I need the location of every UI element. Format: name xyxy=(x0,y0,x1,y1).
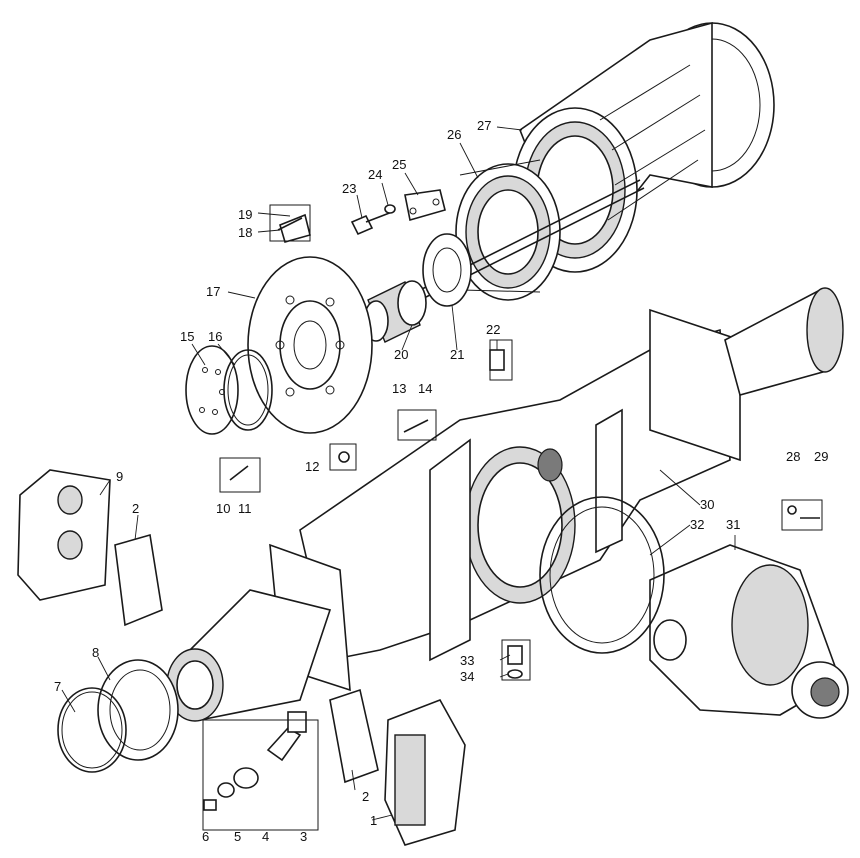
callout-13: 13 xyxy=(392,381,407,396)
callout-4: 4 xyxy=(262,829,270,844)
callout-19: 19 xyxy=(238,207,253,222)
differential-carrier xyxy=(649,544,849,719)
callout-6: 6 xyxy=(202,829,210,844)
callout-34: 34 xyxy=(460,669,475,684)
callout-3: 3 xyxy=(300,829,308,844)
caliper-lower xyxy=(329,688,466,846)
callout-15: 15 xyxy=(180,329,195,344)
callout-30: 30 xyxy=(700,497,715,512)
spindle xyxy=(166,648,224,722)
callout-33: 33 xyxy=(460,653,475,668)
callout-16: 16 xyxy=(208,329,223,344)
callout-12: 12 xyxy=(305,459,320,474)
breather-plug xyxy=(489,349,505,371)
callout-14: 14 xyxy=(418,381,433,396)
callout-22: 22 xyxy=(486,322,501,337)
callout-7: 7 xyxy=(54,679,62,694)
callout-26: 26 xyxy=(447,127,462,142)
axle-housing xyxy=(179,287,844,721)
callout-21: 21 xyxy=(450,347,465,362)
retainer-plate xyxy=(350,189,446,236)
callout-29: 29 xyxy=(814,449,829,464)
seal-and-oring xyxy=(57,659,179,773)
leader-lines xyxy=(61,126,736,821)
callout-23: 23 xyxy=(342,181,357,196)
callout-17: 17 xyxy=(206,284,221,299)
callout-1: 1 xyxy=(370,813,378,828)
callout-27: 27 xyxy=(477,118,492,133)
sun-gear xyxy=(422,233,472,307)
gasket-ring xyxy=(539,496,665,654)
callout-20: 20 xyxy=(394,347,409,362)
caliper-upper xyxy=(17,469,163,627)
callout-18: 18 xyxy=(238,225,253,240)
callout-10: 10 xyxy=(216,501,231,516)
fastener-groups xyxy=(202,204,823,831)
callout-31: 31 xyxy=(726,517,741,532)
drain-plug xyxy=(507,645,523,665)
callout-8: 8 xyxy=(92,645,100,660)
callout-25: 25 xyxy=(392,157,407,172)
callout-32: 32 xyxy=(690,517,705,532)
callout-24: 24 xyxy=(368,167,383,182)
cover-and-gasket xyxy=(185,345,273,435)
callout-9: 9 xyxy=(116,469,124,484)
callout-11: 11 xyxy=(238,501,252,516)
callout-2-upper: 2 xyxy=(132,501,140,516)
brake-disc xyxy=(247,213,373,434)
callout-28: 28 xyxy=(786,449,801,464)
callout-2-lower: 2 xyxy=(362,789,370,804)
spline-shaft xyxy=(363,280,427,343)
callout-5: 5 xyxy=(234,829,242,844)
small-parts-lower xyxy=(203,711,307,811)
